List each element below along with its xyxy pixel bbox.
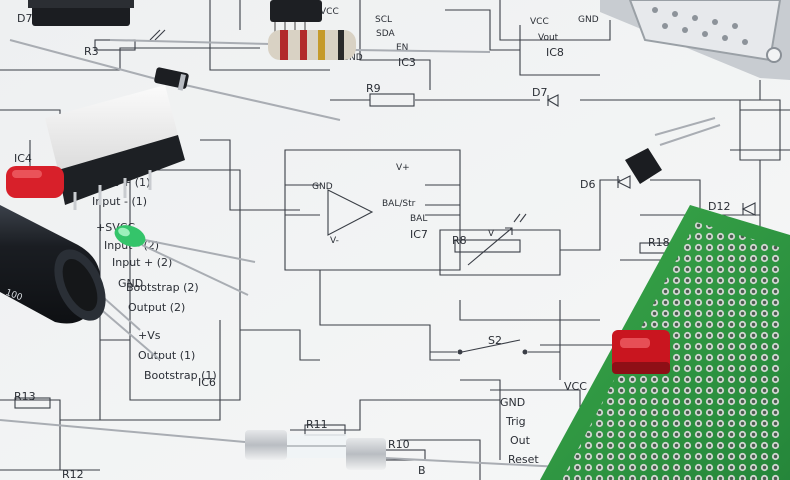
label-v-r8: V (488, 229, 495, 239)
label-vplus-ic7: V+ (396, 163, 410, 173)
label-ic6: IC6 (198, 376, 216, 389)
label-bal-str: BAL/Str (382, 199, 416, 209)
label-d7-top: D7 (17, 12, 32, 25)
red-led-pcb (612, 330, 670, 374)
label-gnd-ic6: GND (118, 277, 143, 290)
label-r12: R12 (62, 468, 84, 480)
label-bal: BAL (410, 214, 427, 224)
label-r9: R9 (366, 82, 381, 95)
db-connector (600, 0, 790, 80)
label-d12: D12 (708, 200, 730, 213)
label-s2: S2 (488, 334, 502, 347)
label-output-1: Output (1) (138, 349, 195, 362)
label-vs: +Vs (138, 329, 161, 342)
label-vout: Vout (538, 33, 559, 43)
glass-fuse (245, 430, 386, 470)
label-out: Out (510, 434, 531, 447)
label-bootstrap-2: Bootstrap (2) (126, 281, 199, 294)
label-d7: D7 (532, 86, 547, 99)
label-vcc-555: VCC (564, 380, 587, 393)
label-r3: R3 (84, 45, 99, 58)
label-output-2: Output (2) (128, 301, 185, 314)
red-led (6, 166, 64, 198)
electrolytic-capacitor: 100 (0, 205, 106, 324)
label-sda: SDA (376, 29, 395, 39)
label-vminus-ic7: V- (330, 236, 339, 246)
resistor (268, 30, 356, 60)
label-ic3: IC3 (398, 56, 416, 69)
label-trig: Trig (505, 415, 526, 428)
label-b: B (418, 464, 426, 477)
label-r11: R11 (306, 418, 328, 431)
label-en: EN (396, 43, 408, 53)
label-ic4: IC4 (14, 152, 32, 165)
label-ic8: IC8 (546, 46, 564, 59)
label-input-minus-1: Input - (1) (92, 195, 147, 208)
label-vcc-ic8: VCC (530, 17, 549, 27)
label-ic7: IC7 (410, 228, 428, 241)
label-r10: R10 (388, 438, 410, 451)
label-r13: R13 (14, 390, 36, 403)
label-d6: D6 (580, 178, 595, 191)
label-gnd-ic3: GND (342, 53, 363, 63)
transistor (625, 148, 662, 184)
label-gnd-ic8: GND (578, 15, 599, 25)
label-gnd-555: GND (500, 396, 525, 409)
dip-ic-chip (28, 0, 134, 26)
label-input-plus-2: Input + (2) (112, 256, 172, 269)
label-gnd-ic7: GND (312, 182, 333, 192)
label-vcc-top: VCC (320, 7, 339, 17)
diode (154, 67, 189, 91)
label-scl: SCL (375, 15, 392, 25)
label-r18: R18 (648, 236, 670, 249)
green-led (114, 225, 146, 247)
dip-ic-chip-2 (270, 0, 322, 34)
label-bootstrap-1: Bootstrap (1) (144, 369, 217, 382)
schematic-labels: D7 R3 VCC SCL SDA EN GND IC3 VCC GND Vou… (14, 7, 730, 480)
label-reset: Reset (508, 453, 539, 466)
label-r8: R8 (452, 234, 467, 247)
relay (45, 85, 185, 210)
